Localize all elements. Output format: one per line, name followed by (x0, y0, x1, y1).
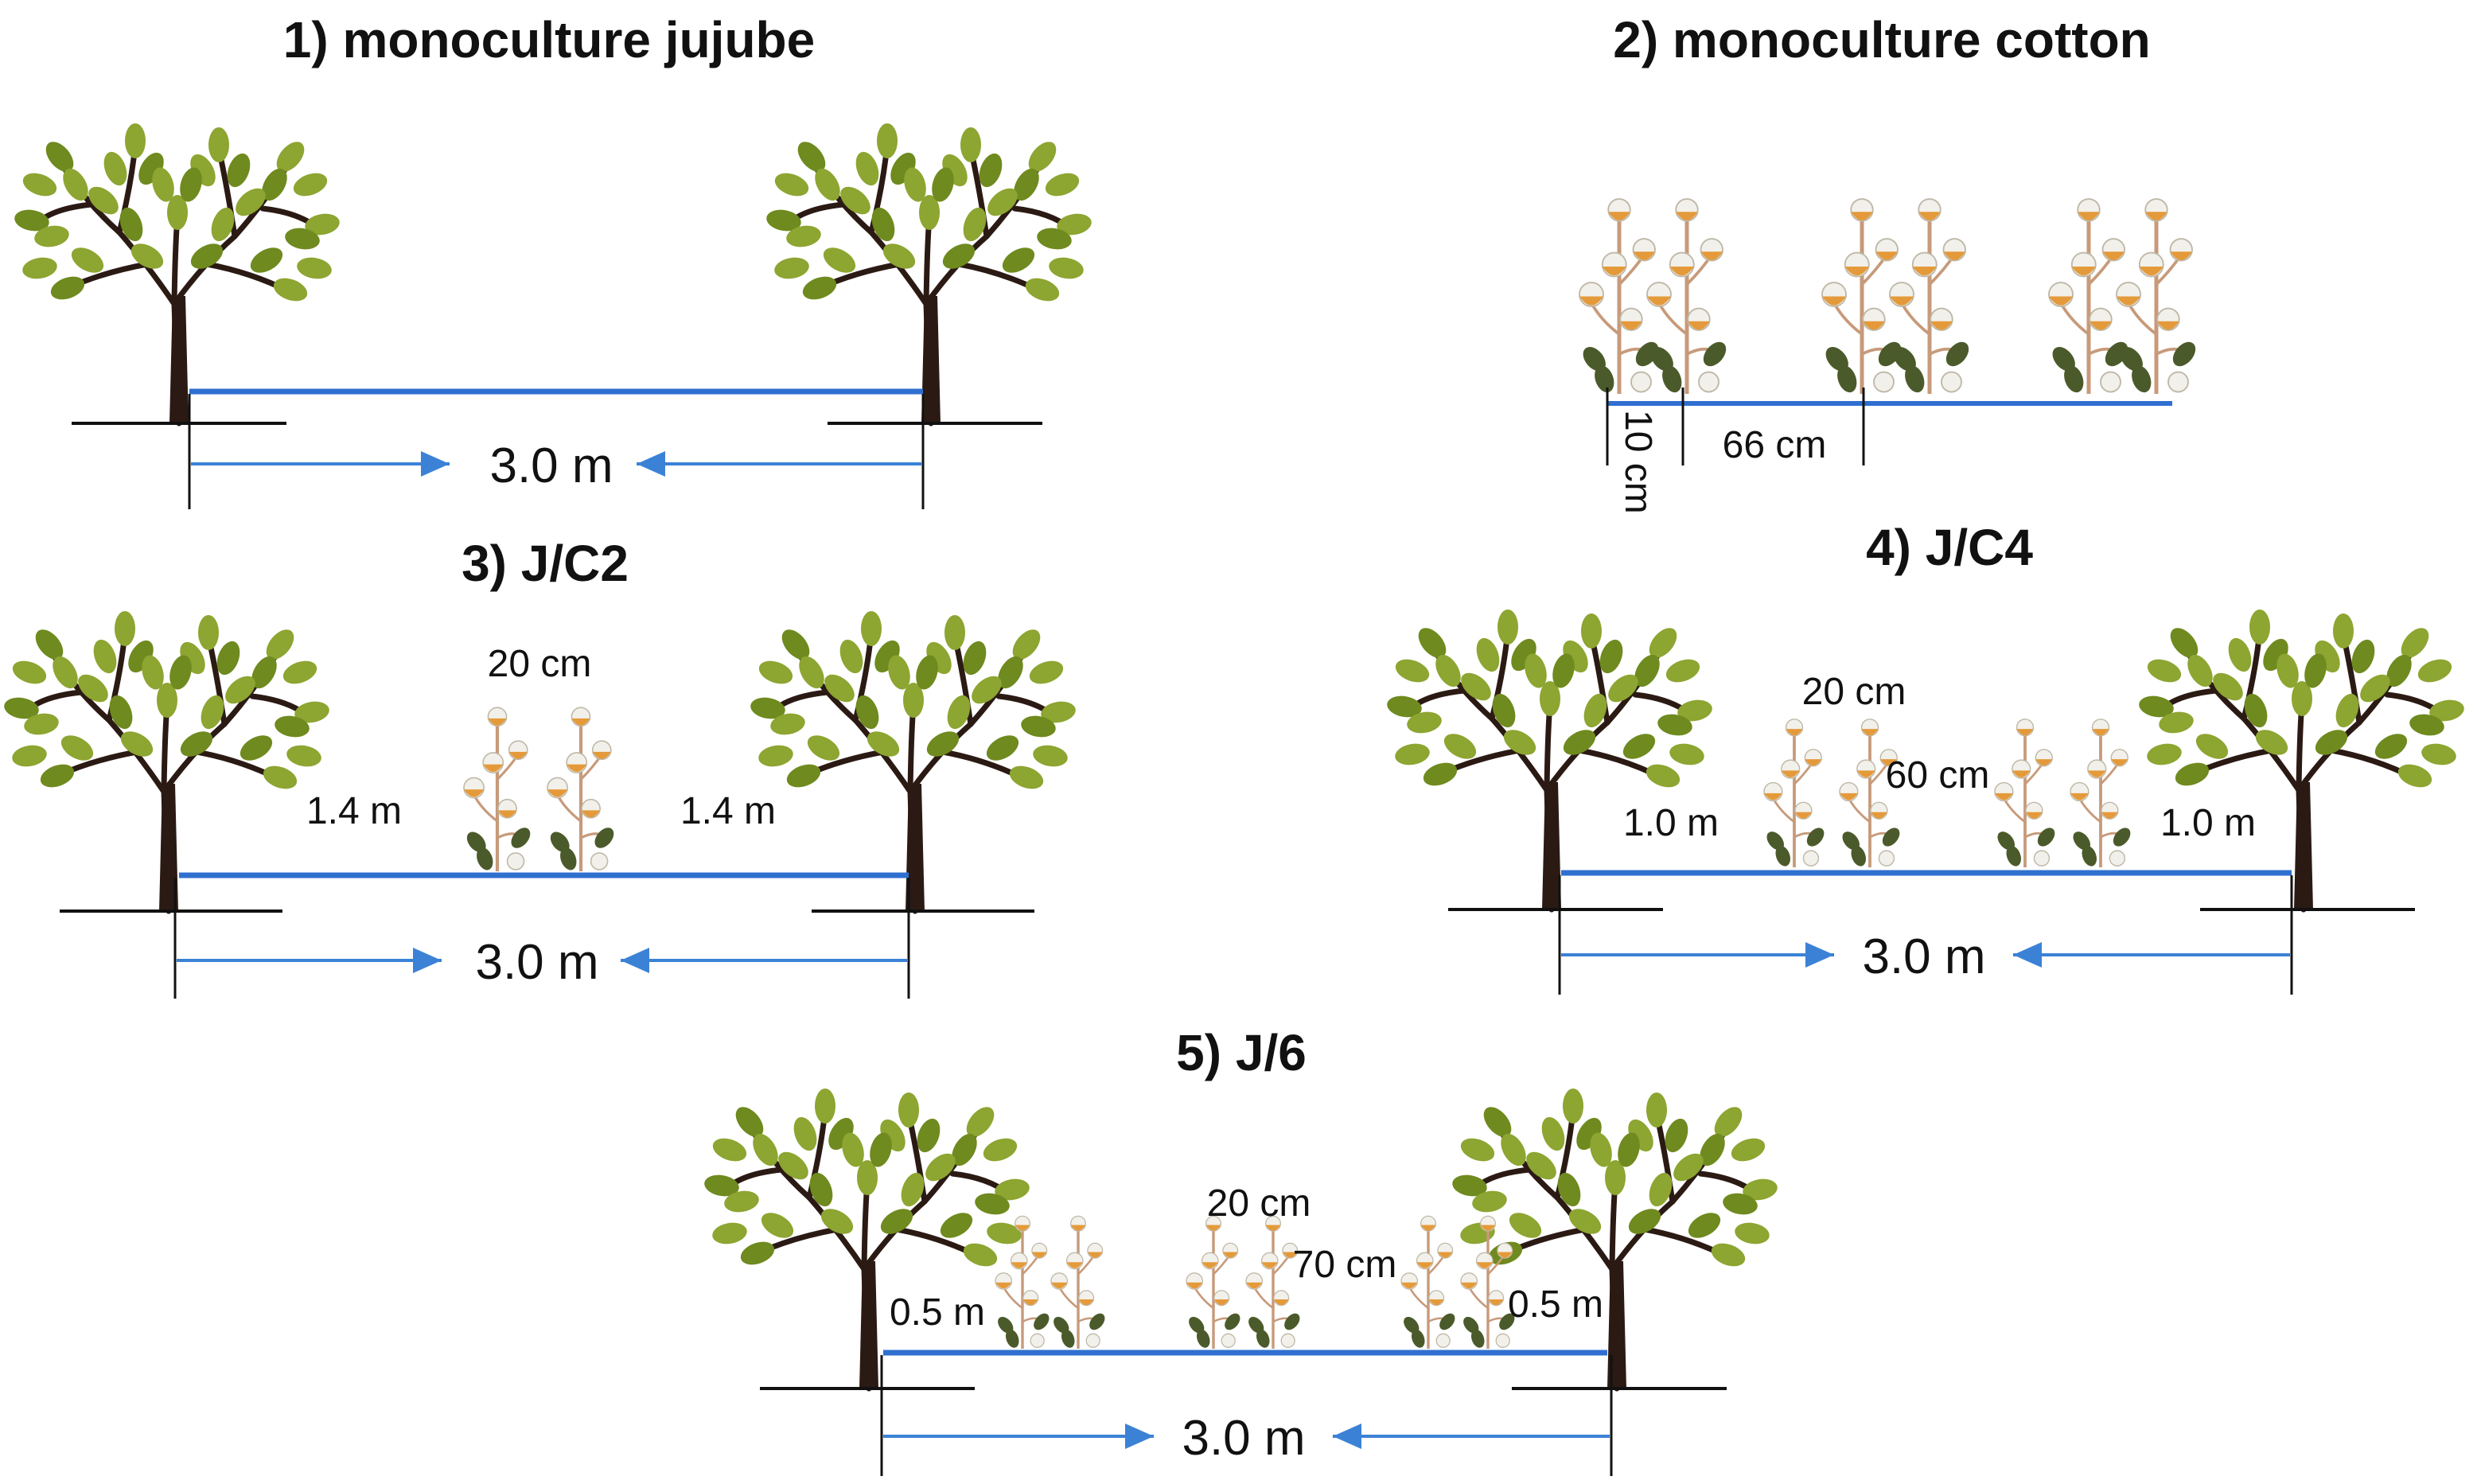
cotton-plant-icon (1821, 198, 1902, 394)
middle-spacing-label: 60 cm (1886, 754, 1990, 797)
cotton-plant-icon (463, 707, 531, 871)
distance-label: 3.0 m (1182, 1411, 1305, 1466)
right-gap-label: 1.0 m (2160, 802, 2256, 844)
inner-spacing-label: 20 cm (1207, 1182, 1311, 1225)
panel-j6: 5) J/6 20 cm 70 cm 0.5 m 0.5 m 3.0 m (704, 1024, 1778, 1476)
jujube-tree-icon (704, 1089, 1030, 1392)
cotton-plant-icon (2070, 719, 2131, 867)
distance-label: 3.0 m (489, 438, 613, 493)
jujube-tree-icon (14, 123, 340, 427)
panel-monoculture-jujube: 1) monoculture jujube 3.0 m (14, 11, 1092, 509)
cotton-plant-icon (2116, 198, 2196, 394)
panel-jc2: 3) J/C2 20 cm 1.4 m 1.4 m 3.0 m (4, 535, 1076, 999)
right-gap-label: 0.5 m (1508, 1283, 1603, 1326)
right-gap-label: 1.4 m (680, 790, 776, 832)
distance-label: 3.0 m (475, 935, 598, 990)
panel-title: 3) J/C2 (462, 535, 629, 592)
jujube-tree-icon (4, 611, 329, 914)
inner-spacing-label: 20 cm (1802, 671, 1906, 713)
left-gap-label: 1.0 m (1623, 802, 1719, 844)
cotton-plant-icon (1186, 1215, 1240, 1349)
cotton-plant-icon (547, 707, 614, 871)
cotton-plant-icon (1579, 198, 1659, 394)
panel-jc4: 4) J/C4 20 cm 60 cm 1.0 m 1.0 m 3.0 m (1387, 519, 2464, 995)
panel-title: 5) J/6 (1176, 1024, 1307, 1081)
cotton-plant-icon (1763, 719, 1825, 867)
inner-spacing-label: 20 cm (488, 643, 592, 685)
middle-spacing-label: 70 cm (1293, 1244, 1397, 1286)
cotton-plant-icon (1839, 719, 1900, 867)
left-gap-label: 1.4 m (306, 790, 402, 832)
distance-label: 3.0 m (1862, 929, 1985, 984)
panel-monoculture-cotton: 2) monoculture cotton 10 cm 66 cm (1579, 11, 2196, 514)
cotton-plant-icon (1460, 1215, 1515, 1349)
jujube-tree-icon (2139, 610, 2464, 913)
cotton-plant-icon (1245, 1215, 1300, 1349)
jujube-tree-icon (750, 611, 1076, 914)
cotton-plant-icon (1400, 1215, 1455, 1349)
wide-row-spacing-label: 66 cm (1723, 424, 1827, 466)
cotton-plant-icon (1646, 198, 1727, 394)
cotton-plant-icon (1889, 198, 1969, 394)
cotton-plant-icon (1994, 719, 2055, 867)
jujube-tree-icon (1387, 610, 1712, 913)
cotton-plant-icon (1050, 1215, 1105, 1349)
narrow-row-spacing-label: 10 cm (1617, 410, 1659, 514)
panel-title: 1) monoculture jujube (283, 11, 815, 68)
panel-title: 2) monoculture cotton (1613, 11, 2151, 68)
left-gap-label: 0.5 m (890, 1291, 985, 1334)
jujube-tree-icon (766, 123, 1092, 427)
cotton-plant-icon (995, 1215, 1050, 1349)
panel-title: 4) J/C4 (1866, 519, 2033, 576)
